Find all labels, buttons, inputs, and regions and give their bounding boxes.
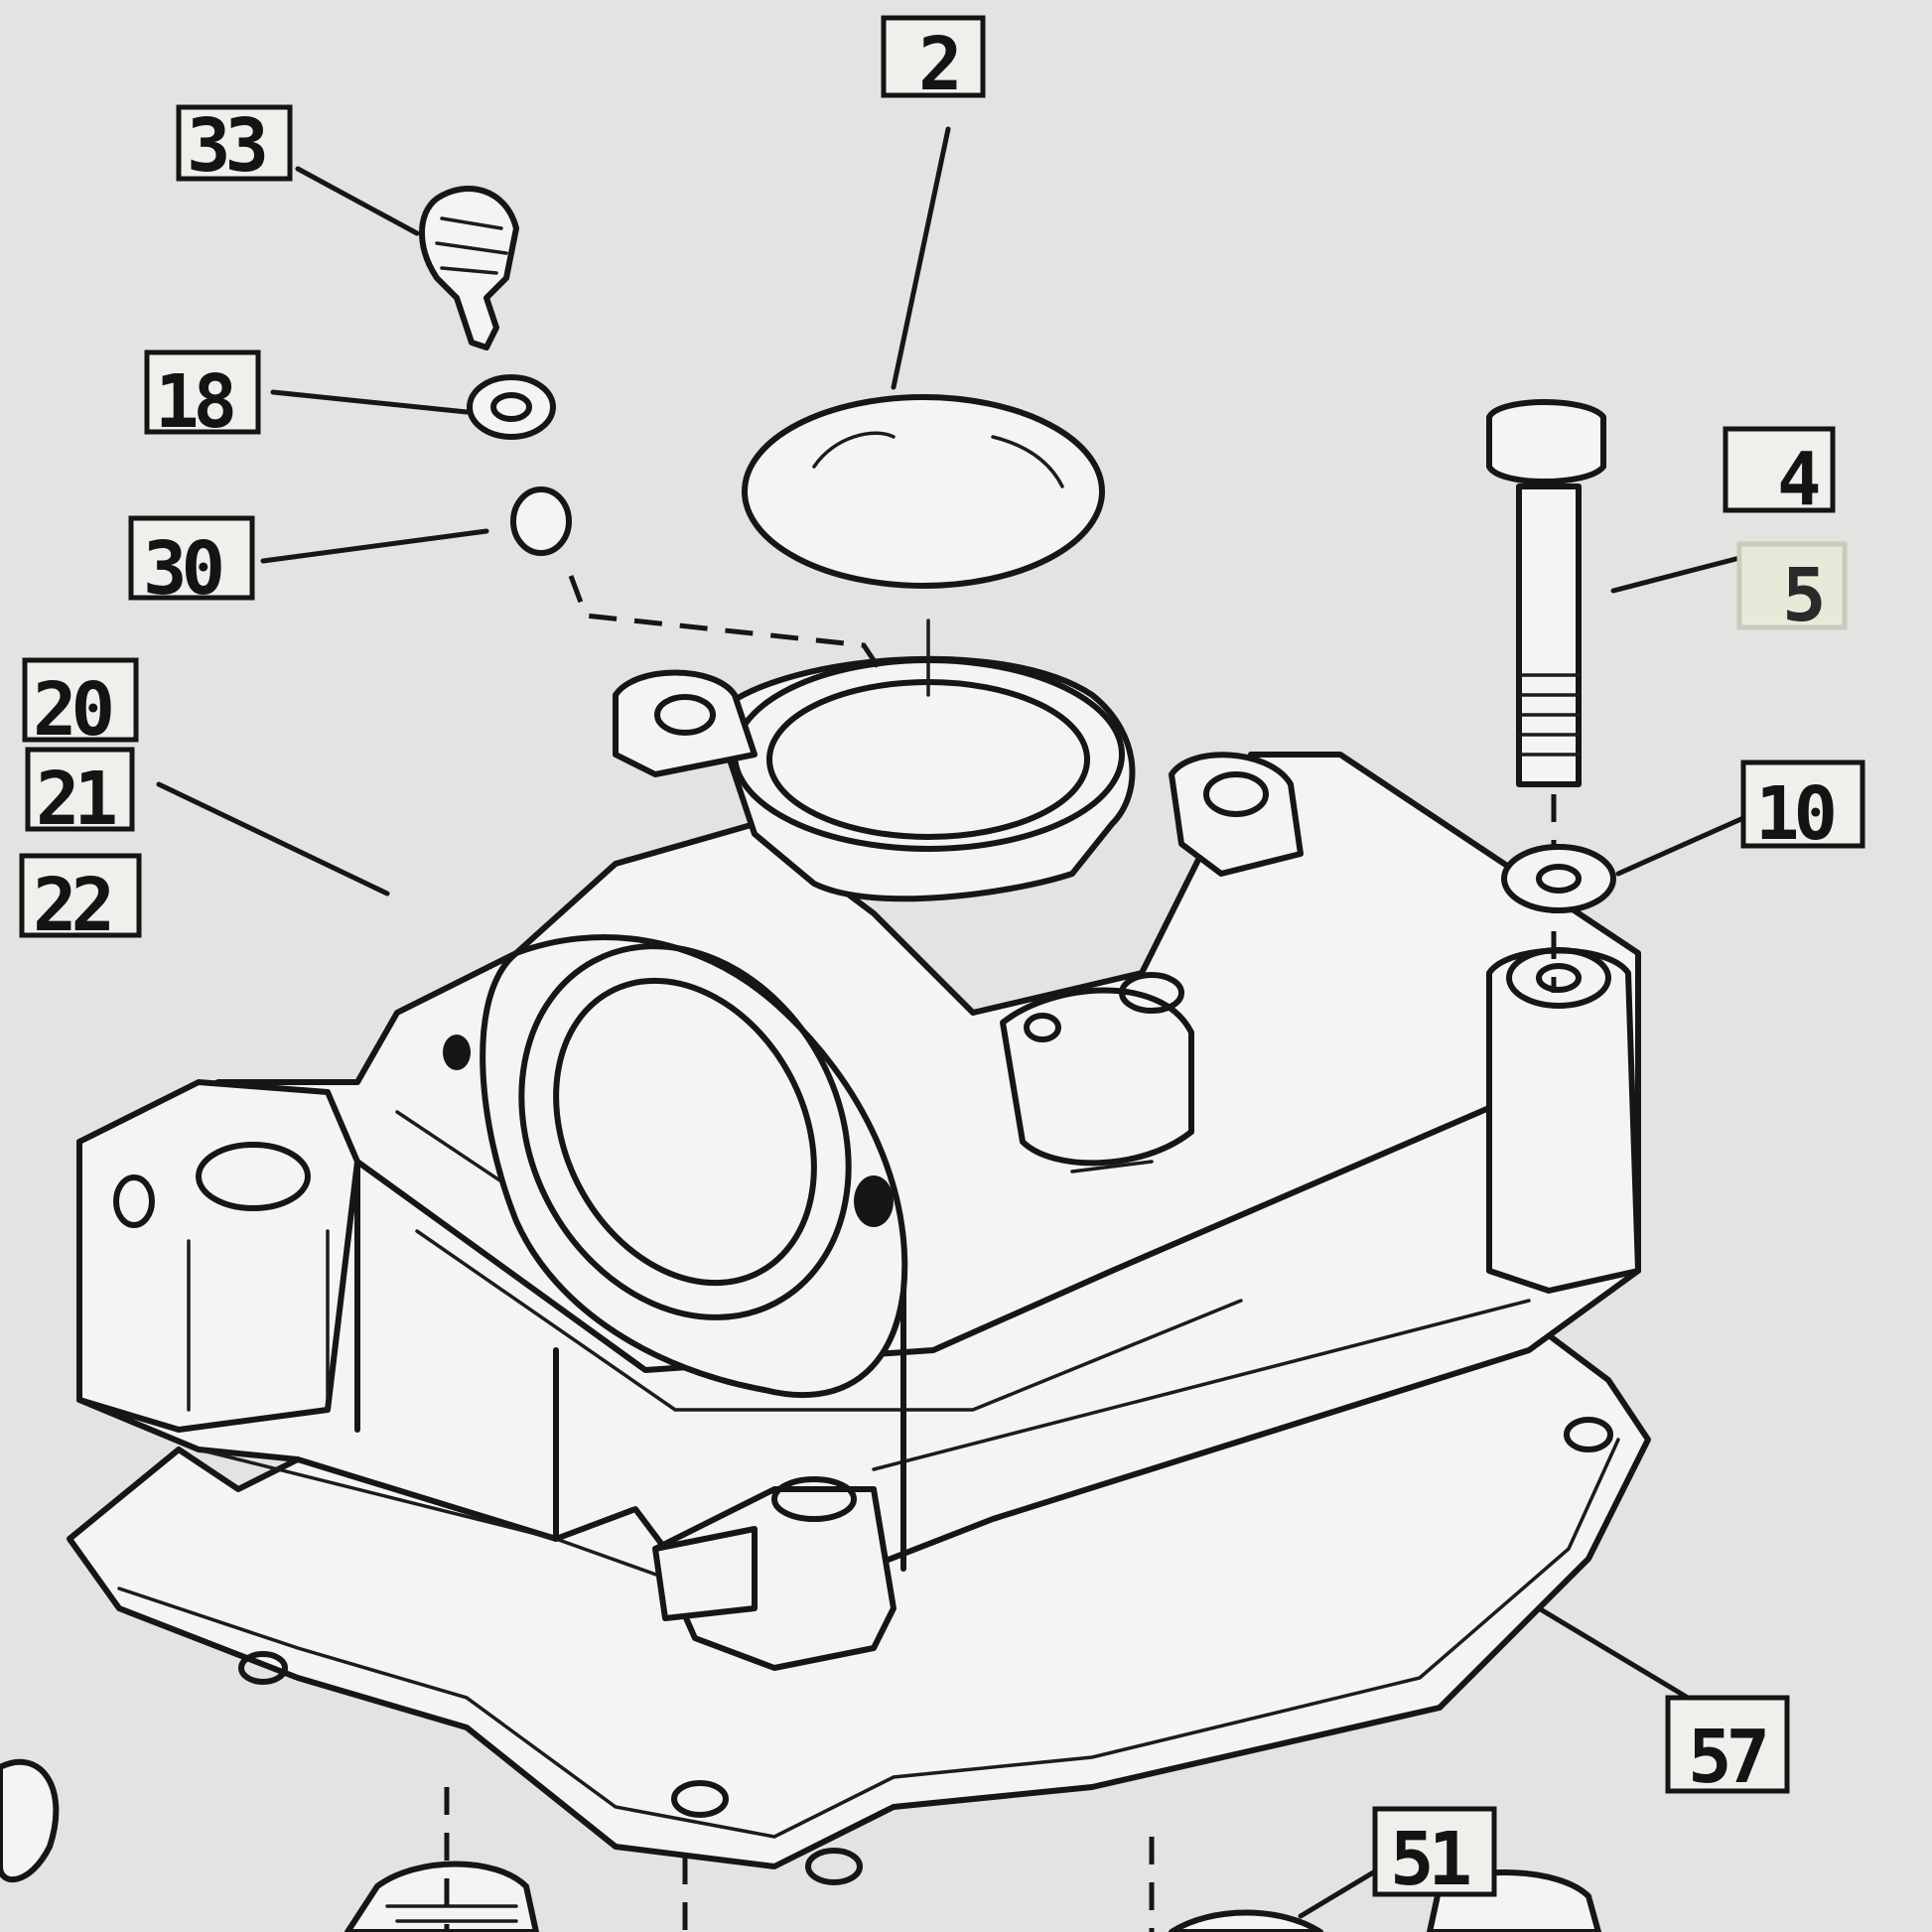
callout-5: 5 [1736, 541, 1848, 638]
callout-10: 10 [1740, 759, 1865, 857]
callout-51-label: 51 [1390, 1817, 1470, 1902]
callout-2: 2 [881, 15, 986, 107]
callout-30-label: 30 [143, 526, 222, 612]
leader-lines [156, 126, 1755, 1919]
callout-22-label: 22 [33, 863, 110, 948]
callout-2-label: 2 [918, 22, 957, 107]
cap-part-2 [742, 394, 1105, 589]
callout-33-label: 33 [187, 103, 265, 189]
washer-part-10 [1501, 844, 1616, 913]
side-port-boss [480, 934, 908, 1399]
callout-4: 4 [1723, 426, 1836, 522]
callout-4-label: 4 [1777, 437, 1819, 522]
callout-18: 18 [144, 349, 261, 445]
callout-57-label: 57 [1688, 1715, 1765, 1800]
ball-part-30 [510, 486, 572, 556]
callout-20: 20 [22, 657, 139, 753]
bolt-part-4 [1486, 399, 1606, 787]
fitting-part-33 [419, 186, 519, 350]
callout-18-label: 18 [155, 359, 233, 445]
washer-part-18 [467, 374, 556, 440]
callout-30: 30 [128, 515, 255, 612]
callout-33: 33 [176, 103, 293, 189]
assembly-centerline [568, 575, 887, 677]
callout-20-label: 20 [33, 667, 112, 753]
callout-57: 57 [1665, 1695, 1790, 1800]
callout-21-label: 21 [36, 757, 116, 842]
callout-21: 21 [25, 747, 135, 842]
callout-5-label: 5 [1782, 553, 1822, 638]
housing [67, 655, 1651, 1885]
callout-51: 51 [1372, 1806, 1497, 1902]
lower-components [0, 1758, 1601, 1932]
callout-10-label: 10 [1755, 771, 1835, 857]
callout-22: 22 [19, 853, 142, 948]
